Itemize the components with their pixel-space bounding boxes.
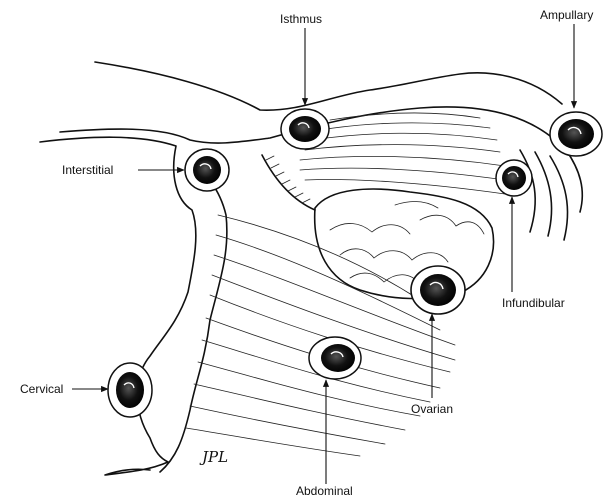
artist-signature: JPL — [202, 448, 228, 466]
fimbriae — [520, 150, 582, 240]
tube-striations — [300, 113, 505, 194]
ampullary-sac — [550, 112, 602, 156]
uterus-left-wall — [160, 162, 227, 472]
ovarian-ligament — [262, 155, 315, 210]
fallopian-tube-upper-edge — [95, 62, 562, 110]
infundibular-sac — [496, 160, 532, 196]
ovary-texture — [330, 202, 484, 284]
isthmus-sac — [281, 109, 329, 149]
cervical-sac — [108, 363, 152, 417]
uterus-outline — [40, 137, 196, 475]
label-cervical: Cervical — [20, 382, 63, 396]
ovarian-ligament-coils — [266, 156, 310, 203]
ovary — [315, 189, 494, 299]
interstitial-sac — [185, 149, 229, 191]
label-isthmus: Isthmus — [280, 12, 322, 26]
abdominal-sac — [309, 337, 361, 379]
label-ampullary: Ampullary — [540, 8, 593, 22]
label-abdominal: Abdominal — [296, 484, 353, 498]
ovarian-sac — [411, 266, 465, 314]
label-interstitial: Interstitial — [62, 163, 113, 177]
label-ovarian: Ovarian — [411, 402, 453, 416]
label-infundibular: Infundibular — [502, 296, 565, 310]
